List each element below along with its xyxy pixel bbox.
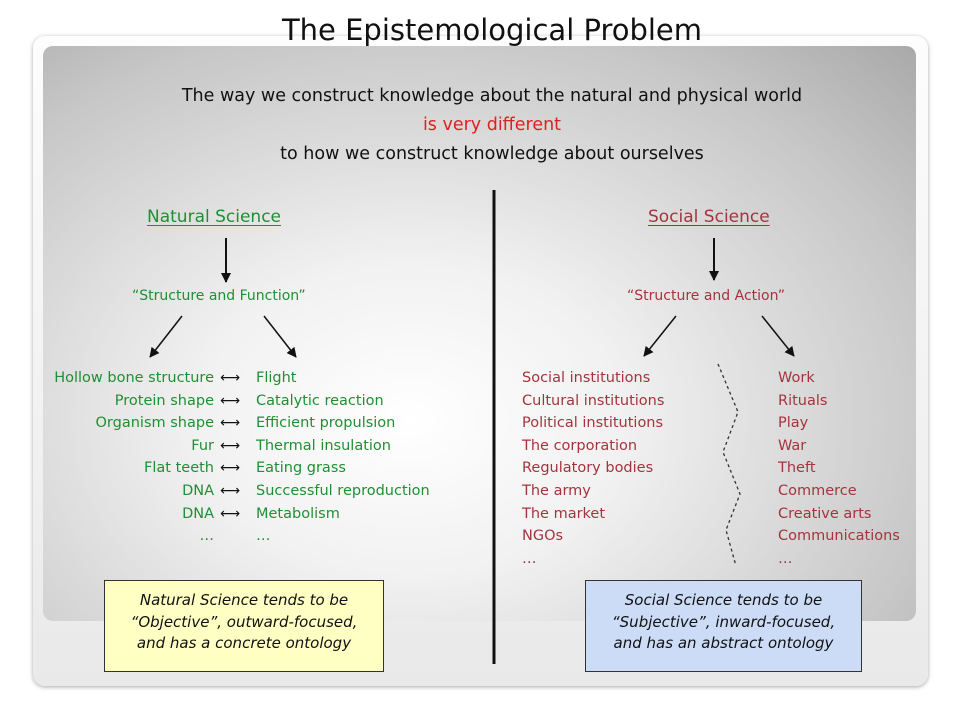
list-item: DNA [182,482,214,499]
slide-title: The Epistemological Problem [281,13,703,47]
natural-summary-box: Natural Science tends to be “Objective”,… [104,580,384,672]
double-arrow-icon: ⟷ [220,460,241,477]
list-item: Efficient propulsion [256,415,396,432]
social-dashed-separator [717,363,741,567]
list-item: … [522,550,537,567]
list-item: Cultural institutions [522,392,665,409]
natural-science-heading: Natural Science [147,207,282,227]
list-item: Organism shape [95,415,214,432]
summary-line: “Objective”, outward-focused, [130,612,358,631]
list-item: … [199,528,215,545]
summary-line: and has a concrete ontology [136,634,352,652]
list-item: Commerce [778,482,857,499]
double-arrow-icon: ⟷ [220,415,241,432]
intro-line-3: to how we construct knowledge about ours… [280,144,704,164]
summary-line: and has an abstract ontology [613,634,834,652]
list-item: Fur [191,437,214,454]
natural-left-arrow [149,315,183,358]
natural-quote: “Structure and Function” [132,288,306,304]
social-left-arrow [643,315,677,357]
list-item: Rituals [778,392,828,409]
list-item: The market [522,505,606,522]
social-quote: “Structure and Action” [627,288,785,304]
double-arrow-icon: ⟷ [220,437,241,454]
list-item: Catalytic reaction [256,392,384,409]
natural-right-arrow [263,315,297,358]
list-item: DNA [182,505,214,522]
double-arrow-icon: ⟷ [220,370,241,386]
list-item: The army [522,482,591,499]
double-arrow-column: ⟷ ⟷ ⟷ ⟷ ⟷ ⟷ ⟷ [220,367,240,525]
list-item: Work [778,370,815,386]
list-item: Eating grass [256,460,346,477]
double-arrow-icon: ⟷ [220,505,241,522]
social-science-heading: Social Science [648,207,770,227]
summary-line: Natural Science tends to be [139,591,349,609]
list-item: … [256,528,271,545]
social-right-arrow [761,315,795,357]
list-item: Flat teeth [144,460,214,477]
list-item: NGOs [522,528,564,545]
list-item: Protein shape [114,392,214,409]
list-item: Thermal insulation [256,437,391,454]
social-structures-list: Social institutions Cultural institution… [522,367,664,570]
summary-line: “Subjective”, inward-focused, [611,612,836,631]
list-item: Regulatory bodies [522,460,654,477]
list-item: Communications [778,528,900,545]
list-item: Successful reproduction [256,482,430,499]
list-item: Metabolism [256,505,340,522]
natural-structures-list: Hollow bone structure Protein shape Orga… [54,367,214,548]
double-arrow-icon: ⟷ [220,392,241,409]
intro-line-1: The way we construct knowledge about the… [181,86,803,106]
list-item: Social institutions [522,370,651,386]
natural-functions-list: Flight Catalytic reaction Efficient prop… [256,367,430,548]
list-item: Theft [778,460,816,477]
list-item: Hollow bone structure [54,370,214,386]
intro-line-2: is very different [422,115,562,135]
summary-line: Social Science tends to be [624,591,823,609]
social-actions-list: Work Rituals Play War Theft Commerce Cre… [778,367,900,570]
list-item: Flight [256,370,297,386]
list-item: Political institutions [522,415,664,432]
list-item: Play [778,415,809,432]
list-item: Creative arts [778,505,872,522]
content-panel [43,46,916,621]
list-item: War [778,437,807,454]
double-arrow-icon: ⟷ [220,482,241,499]
social-summary-box: Social Science tends to be “Subjective”,… [585,580,862,672]
list-item: The corporation [522,437,638,454]
list-item: … [778,550,793,567]
